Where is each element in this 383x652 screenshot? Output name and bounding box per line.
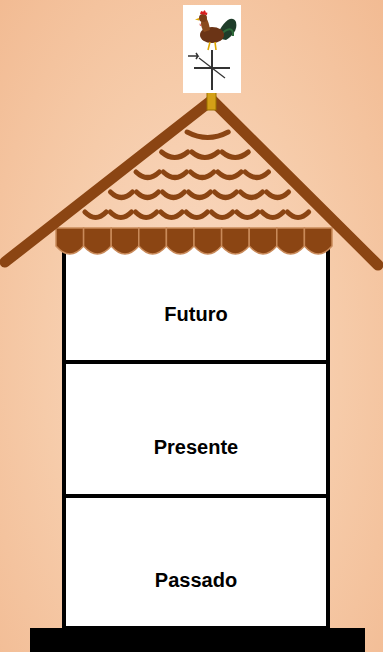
roof-outline xyxy=(5,100,378,265)
roof-tile xyxy=(110,212,131,218)
compass-arm xyxy=(199,58,225,78)
roof-tile xyxy=(262,212,283,218)
tower-floor: Passado xyxy=(64,496,328,628)
roof-eave-tile xyxy=(249,228,277,254)
tiled-roof xyxy=(5,100,378,265)
vane-arrow xyxy=(188,53,198,59)
tower-floor: Presente xyxy=(64,362,328,496)
roof-tile xyxy=(162,192,184,198)
rooster-leg xyxy=(208,42,210,50)
floor-label: Presente xyxy=(154,435,239,459)
roof-tile xyxy=(215,192,237,198)
roof-tile xyxy=(192,152,218,158)
roof-tile xyxy=(245,172,268,178)
tower-base xyxy=(30,628,365,652)
roof-tile xyxy=(287,212,308,218)
roof-eave-tile xyxy=(222,228,250,254)
roof-tile xyxy=(241,192,263,198)
rooster-leg xyxy=(215,42,216,50)
roof-eave-tile xyxy=(139,228,167,254)
roof-tile xyxy=(191,172,214,178)
roof-eave-tile xyxy=(277,228,305,254)
weathervane xyxy=(183,5,241,110)
roof-tile xyxy=(218,172,241,178)
floor-outline xyxy=(64,496,328,628)
roof-eave-tile xyxy=(166,228,194,254)
roof-eave-tile xyxy=(84,228,112,254)
roof-tile xyxy=(222,152,248,158)
roof-tile xyxy=(163,172,186,178)
roof-tile xyxy=(136,172,159,178)
roof-eave-tile xyxy=(56,228,84,254)
rooster-head xyxy=(199,14,207,22)
roof-tile xyxy=(161,212,182,218)
floor-label: Futuro xyxy=(164,302,227,326)
roof-tile xyxy=(211,212,232,218)
box-outlines xyxy=(64,232,328,628)
roof-tile xyxy=(85,212,106,218)
roof-eave-tile xyxy=(194,228,222,254)
roof-tile xyxy=(136,212,157,218)
roof-tile xyxy=(187,132,228,138)
roof-tile xyxy=(188,192,210,198)
tower-floor: Futuro xyxy=(64,232,328,362)
roof-eave-tile xyxy=(111,228,139,254)
roof-tile xyxy=(186,212,207,218)
roof-tile xyxy=(110,192,132,198)
roof-tile xyxy=(136,192,158,198)
roof-eave-tile xyxy=(304,228,332,254)
vane-panel xyxy=(183,5,241,93)
roof-tile xyxy=(267,192,289,198)
vane-rod xyxy=(211,50,213,90)
rooster-beak xyxy=(195,18,199,21)
rooster-wattle xyxy=(200,23,201,26)
rooster-comb xyxy=(200,10,207,15)
floor-label: Passado xyxy=(155,568,237,592)
roof-tile xyxy=(237,212,258,218)
roof-tile xyxy=(162,152,188,158)
floor-outline xyxy=(64,362,328,496)
